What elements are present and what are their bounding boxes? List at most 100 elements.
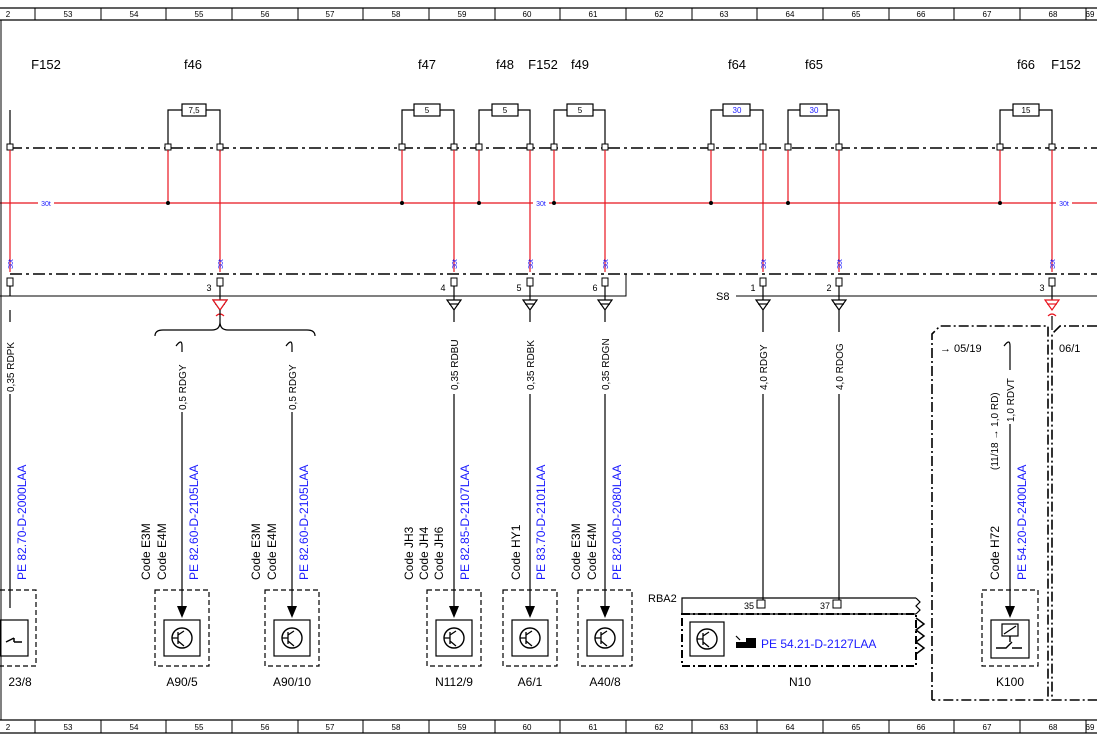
date-labels: → 05/19 06/1 [940, 343, 1080, 355]
ruler-bottom-4: 56 [261, 723, 270, 732]
ruler-bottom-9: 61 [589, 723, 598, 732]
component-n112-9 [426, 589, 482, 667]
wire-labels: 0,35 RDPK 0,5 RDGY 0,5 RDGY 0,35 RDBU 0,… [3, 322, 1017, 470]
connector-pins: 3 4 5 6 1 2 3 S8 [206, 283, 1044, 303]
bus-junctions [166, 201, 1002, 205]
wire-label-rdog: 4,0 RDOG [835, 343, 846, 390]
ruler-top-6: 58 [392, 10, 401, 19]
fuse-name-F152c: F152 [1051, 57, 1081, 72]
fuse-names: F152 f46 f47 f48 F152 f49 f64 f65 f66 F1… [31, 57, 1081, 72]
ruler-top-2: 54 [130, 10, 139, 19]
ruler-bottom-0: 2 [6, 723, 11, 732]
code-a6-1-1: Code HY1 [509, 524, 523, 580]
code-a90-10-2: Code E4M [265, 523, 279, 580]
fuse-f65 [787, 103, 840, 146]
ref-a6-1: PE 83.70-D-2101LAA [534, 465, 548, 580]
date-right: 06/1 [1059, 343, 1080, 355]
ruler-top-4: 56 [261, 10, 270, 19]
component-23-8 [0, 589, 37, 667]
name-a40-8: A40/8 [589, 675, 621, 689]
component-a90-5 [154, 589, 210, 667]
ref-k100: PE 54.20-D-2400LAA [1015, 465, 1029, 580]
component-a40-8 [577, 589, 633, 667]
wire-label-rdpk: 0,35 RDPK [6, 342, 17, 392]
fuse-name-f47: f47 [418, 57, 436, 72]
component-a6-1 [502, 589, 558, 667]
wire-stubs [9, 286, 1053, 300]
fuse-f64 [710, 103, 764, 146]
top-ruler: 2 53 54 55 56 57 58 59 60 61 62 63 64 65… [0, 7, 1097, 21]
fuse-f66 [999, 103, 1053, 146]
ruler-bottom-17: 69 [1086, 723, 1095, 732]
date-from: → 05/19 [940, 343, 982, 355]
ruler-top-15: 67 [983, 10, 992, 19]
ref-23-8: PE 82.70-D-2000LAA [15, 465, 29, 580]
bus-label-1: 30t [41, 201, 51, 208]
terminal-label-6: 30t [761, 259, 768, 269]
pin-4: 4 [440, 283, 445, 293]
wire-arrows [177, 606, 1015, 618]
ruler-top-17: 69 [1086, 10, 1095, 19]
terminal-label-7: 30t [837, 259, 844, 269]
code-labels: Code E3M Code E4M Code E3M Code E4M Code… [139, 523, 1002, 580]
wire-label-rdgn: 0,35 RDGN [601, 338, 612, 390]
wire-label-rdgy-2: 0,5 RDGY [288, 364, 299, 410]
pin-3a: 3 [206, 283, 211, 293]
ruler-top-16: 68 [1049, 10, 1058, 19]
red-sockets [211, 299, 1061, 317]
fuse-value-f48: 5 [503, 106, 508, 115]
fuse-name-f64: f64 [728, 57, 746, 72]
fuses [9, 103, 1053, 152]
ruler-bottom-16: 68 [1049, 723, 1058, 732]
terminal-labels: 30t 30t 30t 30t 30t 30t 30t 30t [8, 259, 1057, 269]
fuse-value-f47: 5 [425, 106, 430, 115]
code-a40-8-1: Code E3M [569, 523, 583, 580]
ruler-bottom-12: 64 [786, 723, 795, 732]
ruler-bottom-6: 58 [392, 723, 401, 732]
ref-a90-5: PE 82.60-D-2105LAA [187, 465, 201, 580]
code-n112-9-3: Code JH6 [432, 526, 446, 580]
fuse-name-F152b: F152 [528, 57, 558, 72]
terminal-label-8: 30t [1050, 259, 1057, 269]
fuse-value-f49: 5 [578, 106, 583, 115]
name-a90-5: A90/5 [166, 675, 198, 689]
ruler-bottom-5: 57 [326, 723, 335, 732]
component-n10 [681, 597, 926, 667]
fuse-f47 [401, 103, 455, 146]
fuse-name-f65: f65 [805, 57, 823, 72]
name-a90-10: A90/10 [273, 675, 311, 689]
bottom-ruler: 2 53 54 55 56 57 58 59 60 61 62 63 64 65… [0, 719, 1097, 734]
code-k100-1: Code H72 [988, 526, 1002, 580]
ref-n10: PE 54.21-D-2127LAA [761, 637, 876, 651]
ruler-top-3: 55 [195, 10, 204, 19]
pin-2: 2 [826, 283, 831, 293]
name-a6-1: A6/1 [518, 675, 543, 689]
bus-label-2: 30t [536, 201, 546, 208]
ruler-top-8: 60 [523, 10, 532, 19]
fuse-name-f46: f46 [184, 57, 202, 72]
bus-labels: 30t 30t 30t [38, 198, 1072, 208]
ruler-bottom-11: 63 [720, 723, 729, 732]
fuse-values: 7,5 5 5 5 30 30 15 [188, 106, 1031, 115]
component-k100 [981, 589, 1039, 667]
component-names: 23/8 A90/5 A90/10 N112/9 A6/1 A40/8 N10 … [8, 675, 1024, 689]
fuse-carrier-bottom [0, 273, 1097, 297]
code-a90-5-2: Code E4M [155, 523, 169, 580]
ruler-bottom-10: 62 [655, 723, 664, 732]
n10-labels: RBA2 35 37 PE 54.21-D-2127LAA [648, 593, 876, 651]
fuse-name-f48: f48 [496, 57, 514, 72]
wire-label-rdbu: 0,35 RDBU [450, 339, 461, 390]
ruler-bottom-3: 55 [195, 723, 204, 732]
ruler-top-7: 59 [458, 10, 467, 19]
fuse-name-f49: f49 [571, 57, 589, 72]
ruler-bottom-2: 54 [130, 723, 139, 732]
n10-pin-37: 37 [820, 601, 830, 611]
ruler-bottom-1: 53 [64, 723, 73, 732]
ruler-top-9: 61 [589, 10, 598, 19]
ruler-top-5: 57 [326, 10, 335, 19]
n10-pin-35: 35 [744, 601, 754, 611]
code-n112-9-2: Code JH4 [417, 526, 431, 580]
pin-3b: 3 [1039, 283, 1044, 293]
ruler-top-12: 64 [786, 10, 795, 19]
